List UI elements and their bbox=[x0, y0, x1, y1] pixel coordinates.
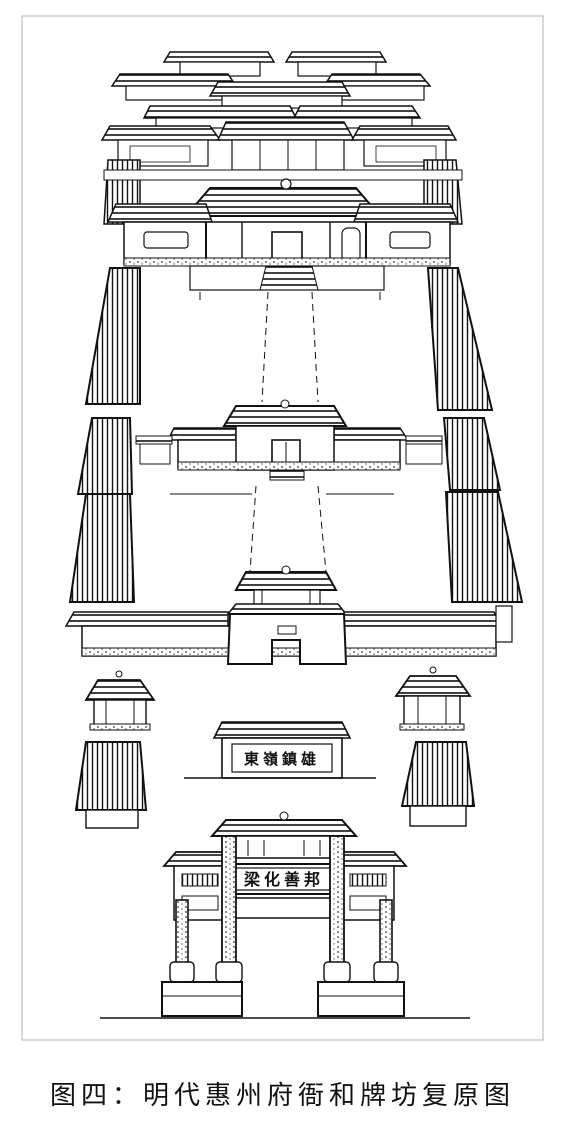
inner-plaque-text: 東嶺鎮雄 bbox=[244, 750, 320, 768]
gateway-plaque-text: 梁化善邦 bbox=[243, 870, 324, 889]
courtyard-paths bbox=[170, 291, 394, 573]
drawing-illustration: 東嶺鎮雄 梁化善邦 bbox=[21, 15, 544, 1041]
right-pavilion bbox=[394, 666, 472, 731]
middle-gate bbox=[135, 399, 443, 481]
right-galleries bbox=[426, 267, 524, 603]
left-galleries bbox=[68, 267, 141, 603]
memorial-archway: 梁化善邦 bbox=[100, 811, 470, 1019]
right-side-building bbox=[400, 741, 476, 827]
rear-halls bbox=[100, 51, 458, 171]
screen-wall: 東嶺鎮雄 bbox=[184, 721, 376, 779]
left-pavilion bbox=[84, 670, 156, 731]
figure-caption: 图四：明代惠州府衙和牌坊复原图 bbox=[49, 1081, 515, 1111]
illustration-border bbox=[21, 15, 544, 1041]
left-side-building bbox=[74, 741, 148, 829]
front-gate bbox=[64, 565, 513, 665]
main-hall bbox=[103, 159, 463, 291]
